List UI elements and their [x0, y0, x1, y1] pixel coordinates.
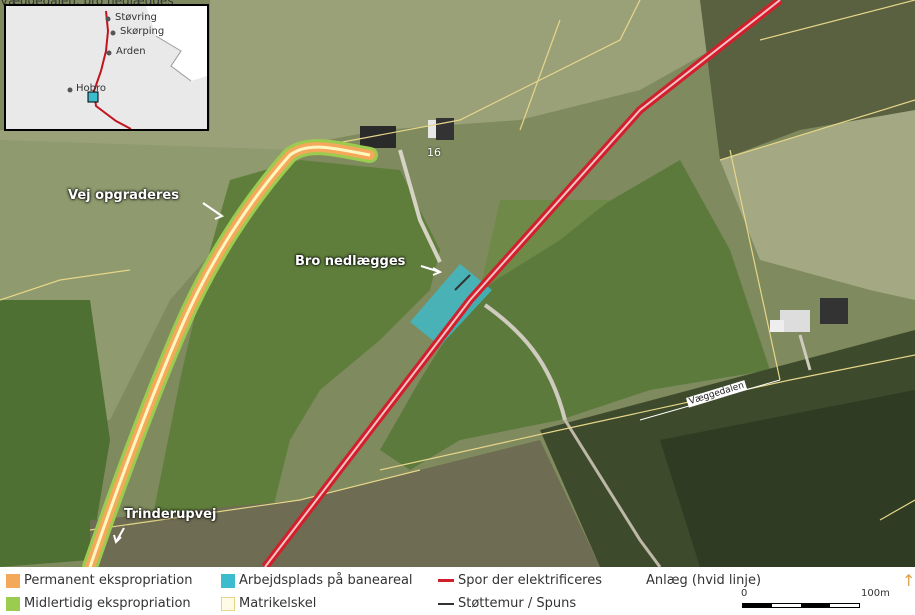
legend-item-temporary: Midlertidig ekspropriation	[6, 596, 191, 611]
legend-line-electrified	[438, 579, 454, 582]
legend-label-retaining-wall: Støttemur / Spuns	[458, 596, 577, 611]
legend-swatch-temporary	[6, 596, 20, 611]
field-northeast	[720, 110, 915, 300]
legend-swatch-workspace	[221, 573, 235, 588]
electrified-track-center	[264, 0, 781, 567]
legend-item-electrified: Spor der elektrificeres	[438, 573, 602, 588]
inset-coast	[155, 35, 192, 82]
field-east-strip	[480, 200, 610, 290]
label-trinderupvej: Trinderupvej	[124, 507, 217, 522]
inset-railway	[92, 10, 132, 129]
map-legend: Permanent ekspropriation Midlertidig eks…	[0, 567, 915, 615]
retaining-wall	[454, 274, 471, 291]
inset-town-dot	[110, 30, 116, 36]
farm-lane	[398, 149, 442, 263]
cadastral-lines	[0, 0, 915, 531]
farm-east-shed	[770, 320, 784, 332]
legend-label-permanent: Permanent ekspropriation	[24, 573, 193, 588]
scale-unit: m	[880, 588, 890, 599]
inset-town-dot	[105, 16, 111, 22]
legend-item-retaining-wall: Støttemur / Spuns	[438, 596, 576, 611]
north-arrow-icon: ↑	[902, 571, 915, 590]
inset-location-marker	[87, 91, 99, 103]
forest-northeast	[700, 0, 915, 160]
woodland-south	[90, 440, 600, 567]
label-road-upgrade: Vej opgraderes	[68, 188, 179, 203]
upgraded-road-line[interactable]	[88, 145, 371, 567]
field-east	[380, 160, 770, 470]
legend-item-construction: Anlæg (hvid linje)	[646, 573, 761, 588]
label-bridge-removed: Bro nedlægges	[295, 254, 406, 269]
inset-town-label: Støvring	[115, 12, 157, 23]
callout-arrows	[113, 202, 443, 544]
farmhouse-roof	[360, 126, 396, 148]
field-track	[483, 303, 567, 421]
legend-label-construction: Anlæg (hvid linje)	[646, 573, 762, 588]
legend-label-workspace: Arbejdsplads på baneareal	[239, 573, 413, 588]
inset-town-dot	[67, 87, 73, 93]
farm-east-building	[780, 310, 810, 332]
farm-east-barn	[820, 298, 848, 324]
inset-town-label: Hobro	[76, 83, 106, 94]
scale-bar	[742, 603, 860, 608]
overview-inset[interactable]: Støvring Skørping Arden Hobro	[4, 4, 209, 131]
legend-label-temporary: Midlertidig ekspropriation	[24, 596, 191, 611]
workspace-area[interactable]	[410, 264, 492, 346]
label-house-number: 16	[427, 146, 441, 159]
farm-east-lane	[798, 334, 812, 371]
legend-item-workspace: Arbejdsplads på baneareal	[221, 573, 413, 588]
inset-town-label: Skørping	[120, 26, 165, 37]
field-west	[0, 300, 110, 567]
aerial-map[interactable]	[0, 0, 915, 567]
inset-town-label: Arden	[116, 46, 146, 57]
forest-southeast-dark	[660, 390, 915, 567]
legend-label-electrified: Spor der elektrificeres	[458, 573, 603, 588]
legend-line-retaining-wall	[438, 602, 454, 605]
legend-item-permanent: Permanent ekspropriation	[6, 573, 192, 588]
scale-label-zero: 0	[741, 588, 748, 599]
inset-sea	[146, 6, 207, 81]
legend-label-cadastral: Matrikelskel	[239, 596, 317, 611]
legend-swatch-cadastral	[221, 596, 235, 611]
forest-track	[563, 419, 662, 567]
inset-town-dot	[106, 50, 112, 56]
scale-label-max: 100m	[861, 588, 890, 599]
legend-item-cadastral: Matrikelskel	[221, 596, 316, 611]
legend-swatch-permanent	[6, 573, 20, 588]
inset-map	[6, 6, 207, 129]
